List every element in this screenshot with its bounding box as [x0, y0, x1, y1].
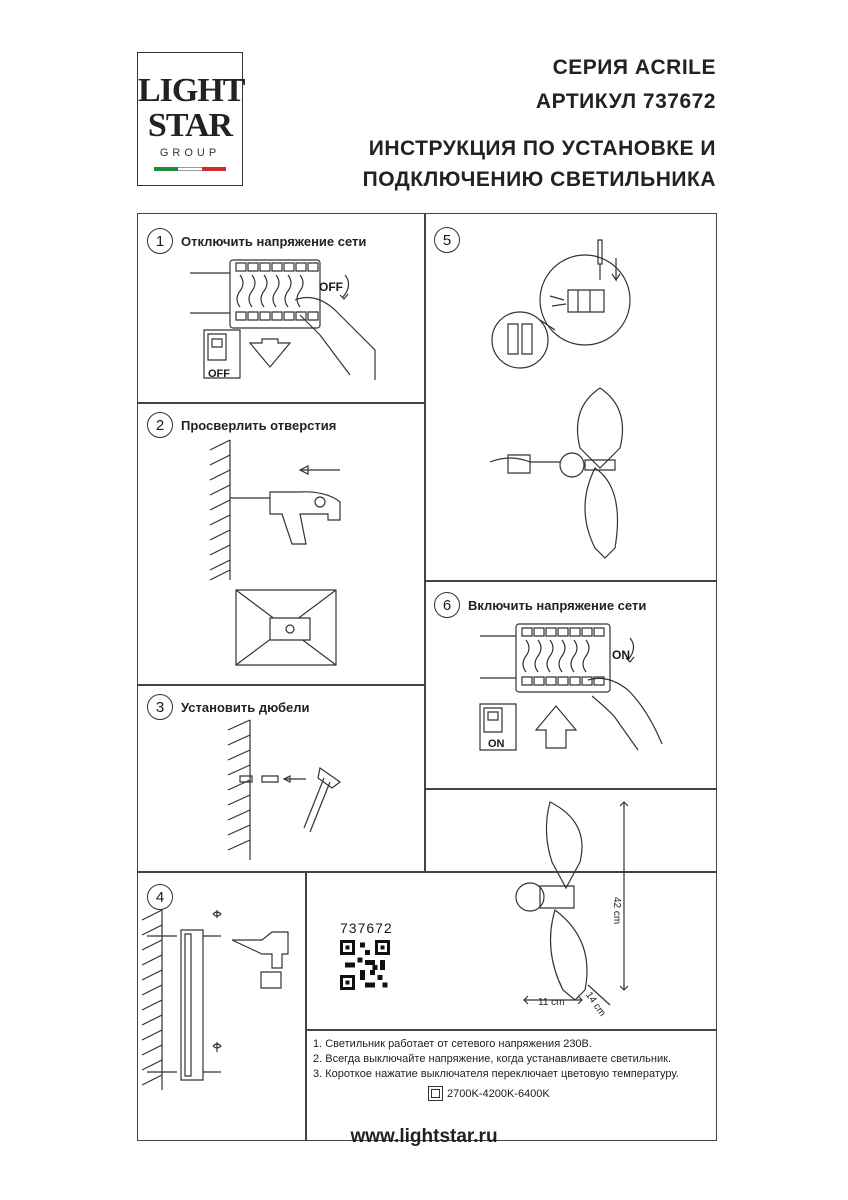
color-temperature-value: 2700K-4200K-6400K [447, 1087, 550, 1100]
divider [424, 788, 717, 790]
divider [305, 1029, 717, 1031]
divider [424, 213, 426, 871]
note-item: 2. Всегда выключайте напряжение, когда у… [313, 1053, 672, 1065]
step-number: 4 [147, 884, 173, 910]
brand-line3: GROUP [159, 147, 221, 159]
instruction-title-line1: ИНСТРУКЦИЯ ПО УСТАНОВКЕ И [368, 137, 716, 160]
divider [424, 580, 717, 582]
notes-list: 1. Светильник работает от сетевого напря… [313, 1037, 679, 1082]
step-1: 1 Отключить напряжение сети [147, 228, 366, 254]
step-number: 5 [434, 227, 460, 253]
divider [137, 871, 717, 873]
step-text: Отключить напряжение сети [181, 233, 367, 249]
note-item: 3. Короткое нажатие выключателя переключ… [313, 1068, 679, 1080]
step-text: Включить напряжение сети [468, 597, 647, 613]
step-3: 3 Установить дюбели [147, 694, 310, 720]
step-4: 4 [147, 884, 173, 910]
dimension-height: 42 cm [611, 897, 622, 925]
dowel-hammer-illustration [228, 720, 358, 865]
wiring-illustration [480, 240, 700, 570]
dimensions-illustration [510, 800, 710, 1010]
divider [305, 871, 307, 1141]
step-5: 5 [434, 227, 460, 253]
step-text: Установить дюбели [181, 699, 310, 715]
drilling-illustration [210, 440, 420, 670]
step-number: 3 [147, 694, 173, 720]
step-2: 2 Просверлить отверстия [147, 412, 336, 438]
qr-code-icon [340, 940, 390, 990]
step-text: Просверлить отверстия [181, 417, 337, 433]
brand-line1: LIGHT [138, 72, 245, 109]
dimension-width: 11 cm [538, 997, 565, 1008]
instruction-frame [137, 213, 717, 1141]
switch-square-icon [428, 1086, 443, 1101]
series-title: СЕРИЯ ACRILE [552, 56, 716, 79]
divider [137, 402, 424, 404]
step-number: 1 [147, 228, 173, 254]
color-temperature: 2700K-4200K-6400K [428, 1086, 550, 1101]
switch-box-on-label: ON [488, 738, 505, 750]
product-code: 737672 [340, 920, 393, 936]
step-number: 6 [434, 592, 460, 618]
article-title: АРТИКУЛ 737672 [535, 90, 716, 113]
breaker-off-illustration [190, 255, 420, 385]
brand-logo: LIGHT STAR GROUP [137, 52, 245, 186]
step-6: 6 Включить напряжение сети [434, 592, 646, 618]
italian-flag-icon [154, 167, 226, 171]
switch-box-off-label: OFF [208, 368, 230, 380]
switch-off-label: OFF [319, 280, 343, 294]
step-number: 2 [147, 412, 173, 438]
brand-line2: STAR [147, 107, 233, 144]
breaker-on-illustration [480, 620, 710, 760]
note-item: 1. Светильник работает от сетевого напря… [313, 1038, 592, 1050]
switch-on-label: ON [612, 648, 630, 662]
instruction-title-line2: ПОДКЛЮЧЕНИЮ СВЕТИЛЬНИКА [362, 168, 716, 191]
website-link[interactable]: www.lightstar.ru [350, 1126, 498, 1147]
divider [137, 684, 424, 686]
mounting-plate-illustration [137, 910, 302, 1110]
